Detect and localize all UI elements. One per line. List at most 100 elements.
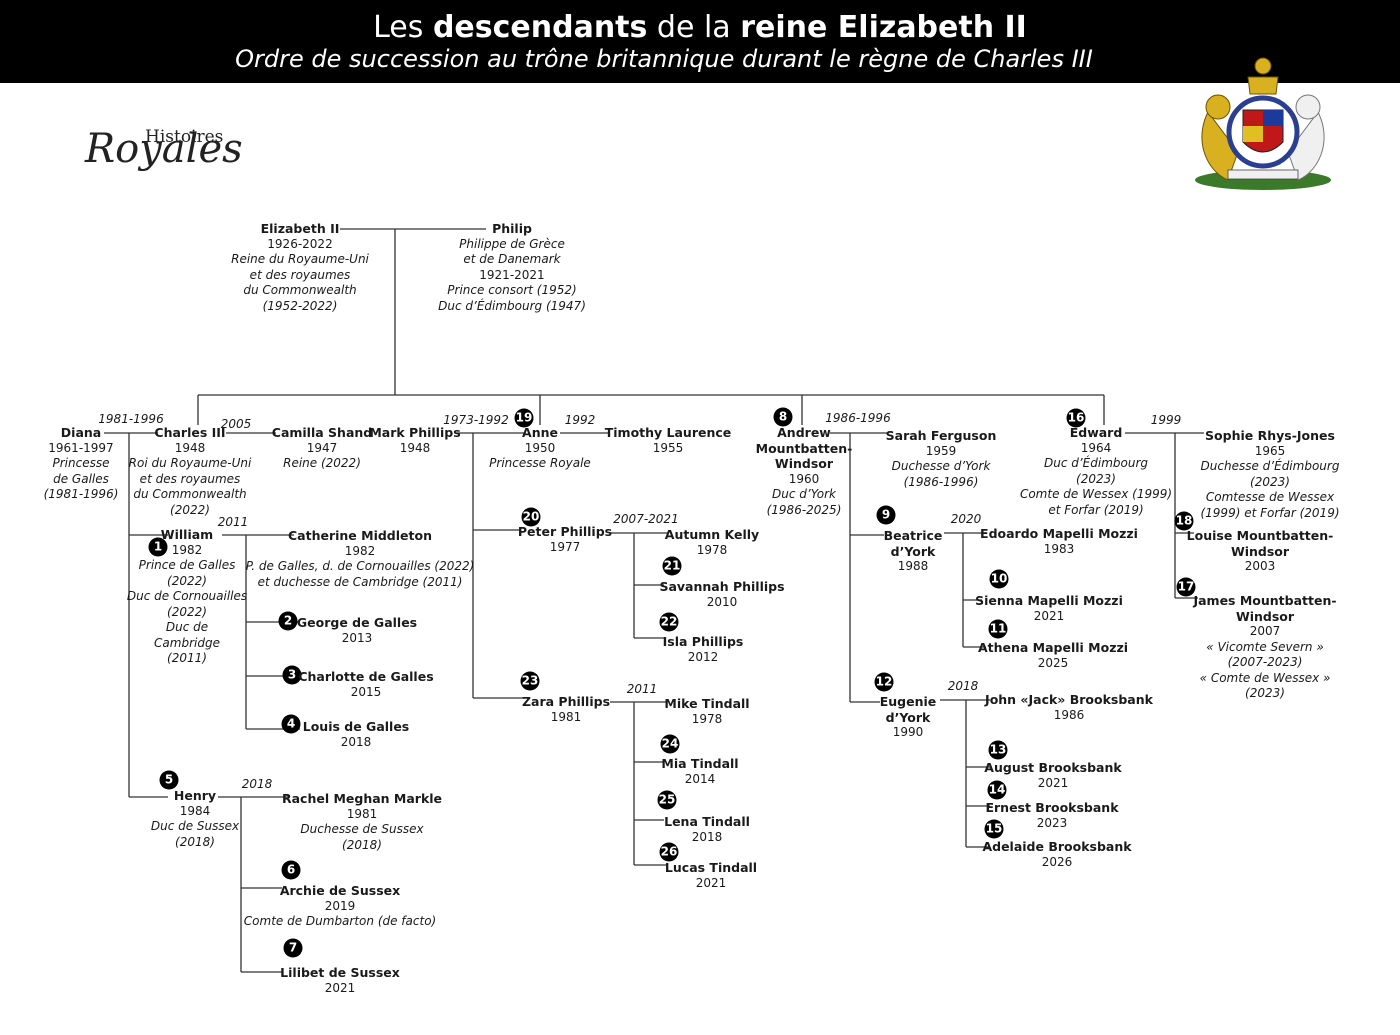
marriage-date: 1992 [564,413,596,427]
person-name: Mike Tindall [664,696,750,711]
person-title: Roi du Royaume-Uni [128,456,252,470]
succession-badge: 17 [1176,577,1196,597]
person-lena: Lena Tindall 2018 [664,814,750,845]
person-years: 2018 [691,829,723,844]
person-name: Charles III [154,425,226,440]
person-years: 2014 [684,771,716,786]
person-title: Comte de Dumbarton (de facto) [243,914,437,928]
person-catherine-middleton: Catherine Middleton 1982 P. de Galles, d… [246,528,475,590]
person-years: 2021 [1033,608,1065,623]
person-louis: Louis de Galles 2018 [303,719,410,750]
succession-badge: 24 [660,734,680,754]
person-title: « Vicomte Severn » [1206,639,1324,654]
person-name: Archie de Sussex [279,883,401,898]
person-august: August Brooksbank 2021 [984,760,1121,791]
person-title: Cambridge [154,635,220,650]
person-years: 1982 [171,542,203,557]
person-jack-brooksbank: John «Jack» Brooksbank 1986 [985,692,1153,723]
succession-badge: 21 [662,556,682,576]
person-years: 1921-2021 [479,267,545,282]
person-name: Peter Phillips [517,524,613,539]
person-title: Duc d’York [772,487,836,501]
person-name: Lilibet de Sussex [280,965,400,980]
person-years: 1981 [346,806,378,821]
marriage-date: 1986-1996 [825,411,891,425]
title-part-bold: reine Elizabeth II [740,10,1027,45]
person-years: 2007 [1249,624,1281,638]
person-title: (1952-2022) [262,298,338,313]
person-edoardo: Edoardo Mapelli Mozzi 1983 [980,526,1138,557]
succession-badge: 25 [657,790,677,810]
person-title: (2023) [1250,474,1290,489]
person-ernest: Ernest Brooksbank 2023 [985,800,1118,831]
person-zara-phillips: Zara Phillips 1981 [522,694,610,725]
person-years: 1960 [788,471,820,486]
person-title: (1986-1996) [903,474,979,489]
person-name: Camilla Shand [271,425,373,440]
marriage-date: 2005 [220,417,252,431]
person-isla: Isla Phillips 2012 [663,634,744,665]
person-years: 1981 [550,709,582,724]
person-george: George de Galles 2013 [297,615,417,646]
logo-line1: Histoires [145,127,224,147]
person-title: Prince de Galles [138,558,236,572]
person-name: d’York [885,709,931,725]
person-name: Louise Mountbatten- [1186,528,1334,543]
person-years: 2010 [706,594,738,609]
person-years: 2003 [1244,559,1276,573]
person-andrew: Andrew Mountbatten- Windsor 1960 Duc d’Y… [756,425,853,518]
person-years: 2019 [324,898,356,913]
person-william: William 1982 Prince de Galles (2022) Duc… [127,527,247,667]
person-name: Lena Tindall [664,814,750,829]
person-athena: Athena Mapelli Mozzi 2025 [978,640,1128,671]
royal-coat-of-arms-icon [1195,57,1331,190]
person-title: Duc d’Édimbourg (1947) [438,298,586,313]
succession-badge: 14 [987,780,1007,800]
person-title: Duchesse d’York [891,459,991,473]
person-name: Rachel Meghan Markle [281,791,443,806]
person-years: 2021 [695,875,727,890]
person-title: et duchesse de Cambridge (2011) [257,574,463,589]
succession-badge: 1 [148,537,168,557]
succession-badge: 7 [283,938,303,958]
succession-badge: 10 [989,569,1009,589]
person-years: 2012 [687,649,719,664]
person-diana: Diana 1961-1997 Princesse de Galles (198… [44,425,119,503]
person-james: James Mountbatten- Windsor 2007 « Vicomt… [1193,593,1336,702]
person-title: de Galles [53,471,109,486]
person-title: (2022) [170,502,210,517]
person-years: 2026 [1041,854,1073,869]
person-years: 1982 [344,543,376,558]
person-years: 2025 [1037,655,1069,670]
person-name: Savannah Phillips [659,579,785,594]
person-name: Zara Phillips [521,694,611,709]
person-years: 2013 [341,630,373,645]
person-title: Reine (2022) [283,456,361,470]
person-title: (1986-2025) [766,502,842,517]
person-title: Comtesse de Wessex [1205,490,1335,504]
person-name: Edward [1069,425,1123,440]
person-years: 2021 [324,980,356,995]
person-title: (2022) [167,573,207,588]
person-title: (2022) [167,604,207,619]
marriage-date: 2020 [950,512,982,526]
succession-badge: 23 [520,671,540,691]
person-name: George de Galles [296,615,418,630]
succession-badge: 2 [278,611,298,631]
succession-badge: 8 [773,407,793,427]
logo-line2: Royales [85,126,243,172]
person-years: 1947 [306,440,338,455]
person-mike-tindall: Mike Tindall 1978 [664,696,749,727]
person-name: Windsor [1235,608,1295,624]
marriage-date: 2018 [241,777,273,791]
person-title: (2018) [175,834,215,849]
page-title: Les descendants de la reine Elizabeth II [0,10,1400,46]
person-lilibet: Lilibet de Sussex 2021 [280,965,400,996]
person-title: Duc de [165,620,209,634]
person-lucas: Lucas Tindall 2021 [665,860,757,891]
person-name: Sophie Rhys-Jones [1205,428,1335,443]
person-camilla: Camilla Shand 1947 Reine (2022) [272,425,372,472]
succession-badge: 6 [281,860,301,880]
person-title: et des royaumes [139,471,241,486]
person-name: Athena Mapelli Mozzi [977,640,1129,655]
